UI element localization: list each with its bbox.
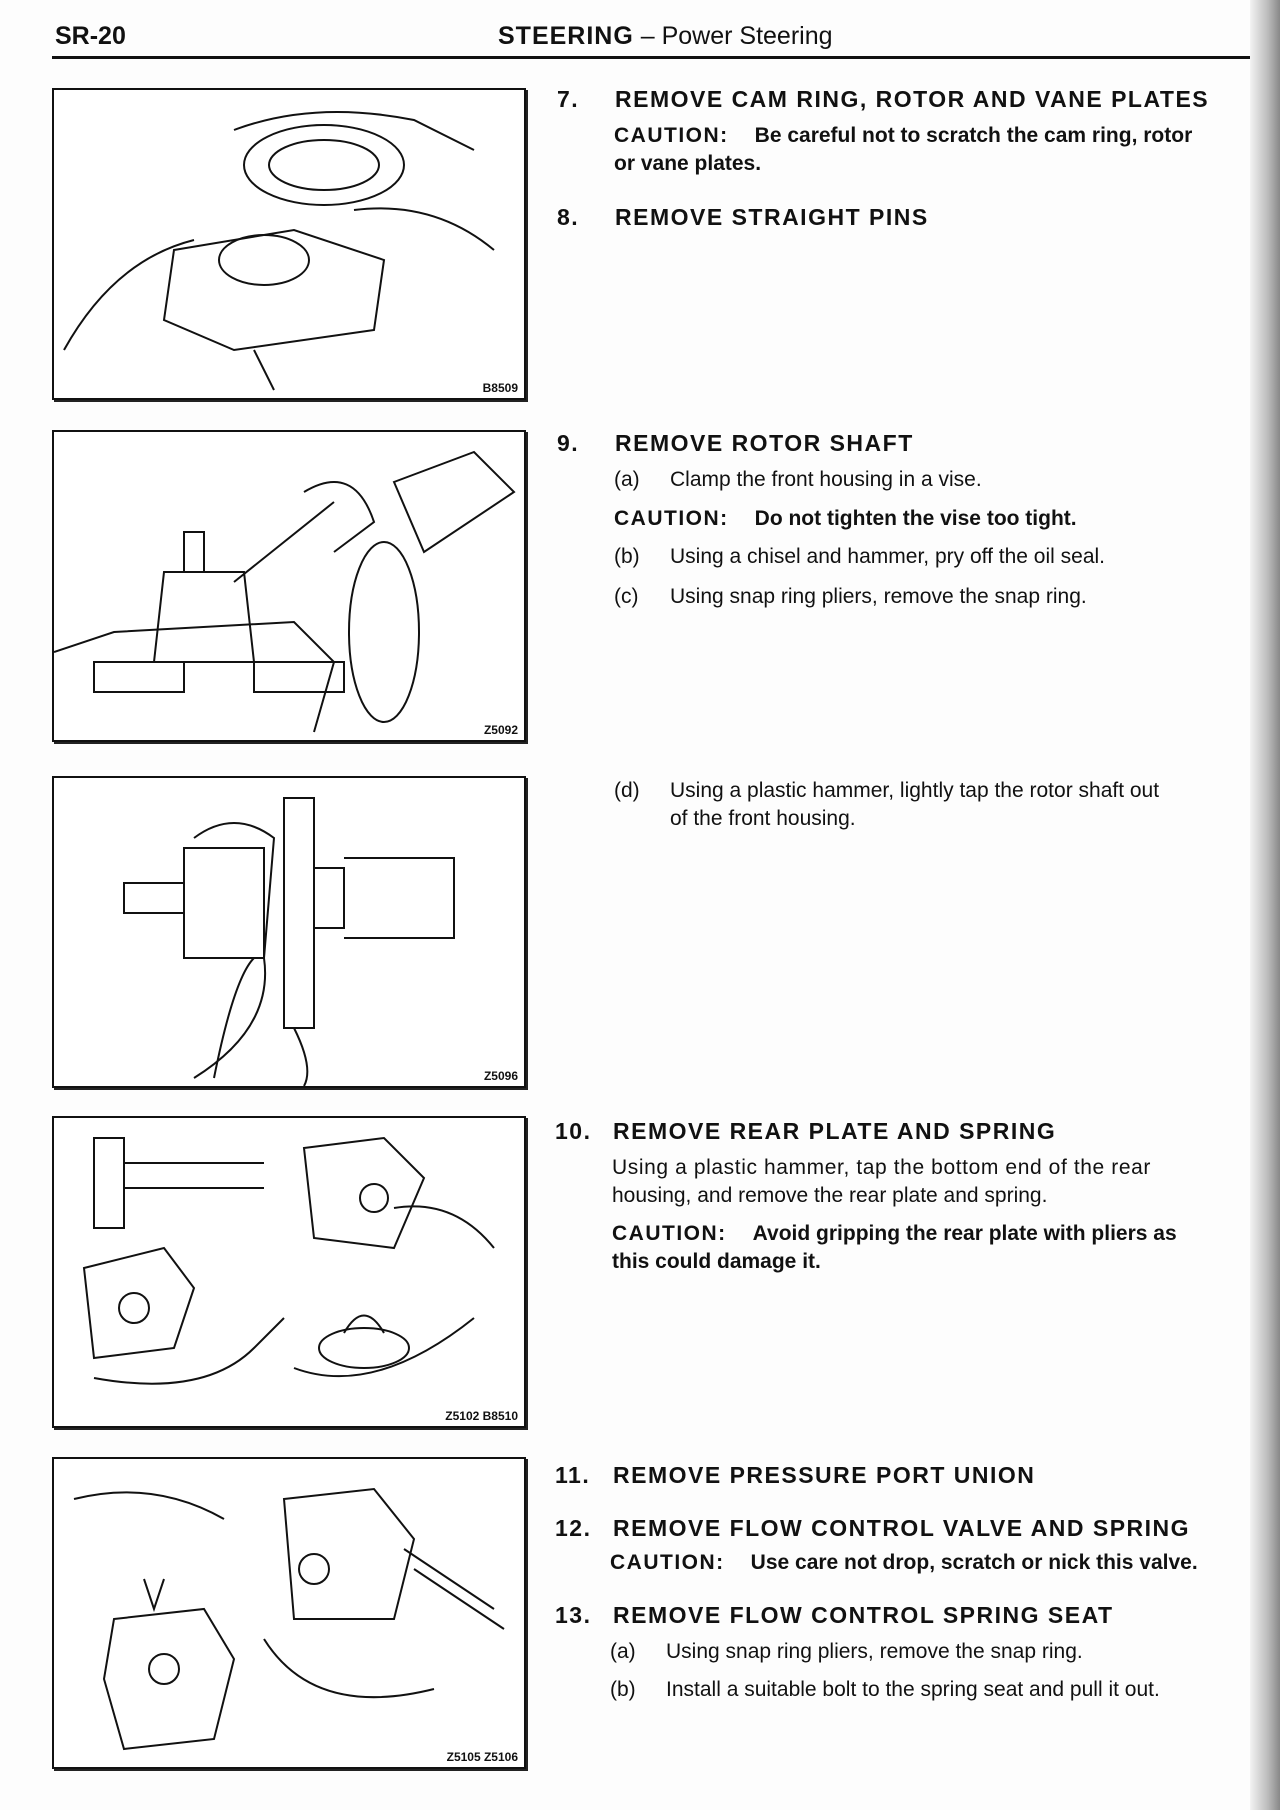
- substep-text: Install a suitable bolt to the spring se…: [666, 1678, 1160, 1701]
- step-13b: (b) Install a suitable bolt to the spring…: [610, 1678, 1160, 1702]
- step-number: 12.: [555, 1515, 592, 1541]
- step-title: REMOVE CAM RING, ROTOR AND VANE PLATES: [615, 86, 1210, 112]
- figure-rear-plate: Z5102 B8510: [52, 1116, 526, 1428]
- page-number: SR-20: [55, 22, 126, 50]
- rear-plate-illustration: [82, 1136, 495, 1385]
- step-10-text-cont: housing, and remove the rear plate and s…: [612, 1184, 1048, 1207]
- step-number: 8.: [557, 204, 580, 230]
- step-9a: (a) Clamp the front housing in a vise.: [614, 468, 982, 492]
- substep-label: (b): [614, 545, 640, 568]
- substep-label: (a): [614, 468, 640, 491]
- step-7-heading: 7. REMOVE CAM RING, ROTOR AND VANE PLATES: [557, 86, 1209, 113]
- flow-valve-illustration: [73, 1487, 505, 1751]
- step-9d: (d) Using a plastic hammer, lightly tap t…: [614, 779, 1159, 803]
- step-number: 10.: [555, 1118, 592, 1144]
- step-title: REMOVE FLOW CONTROL VALVE AND SPRING: [613, 1515, 1191, 1541]
- figure-code: B8509: [482, 381, 518, 395]
- step-11-heading: 11. REMOVE PRESSURE PORT UNION: [555, 1462, 1035, 1489]
- caution-text: Do not tighten the vise too tight.: [754, 507, 1077, 530]
- step-10-caution: CAUTION: Avoid gripping the rear plate wi…: [612, 1222, 1177, 1246]
- figure-rotor-shaft-vise: Z5092: [52, 430, 526, 742]
- step-9b: (b) Using a chisel and hammer, pry off th…: [614, 545, 1105, 569]
- step-title: REMOVE FLOW CONTROL SPRING SEAT: [613, 1602, 1114, 1628]
- step-title: REMOVE ROTOR SHAFT: [615, 430, 914, 456]
- substep-text: Clamp the front housing in a vise.: [670, 468, 982, 491]
- step-9-caution: CAUTION: Do not tighten the vise too tigh…: [614, 507, 1077, 531]
- figure-code: Z5096: [483, 1069, 518, 1083]
- caution-label: CAUTION:: [614, 124, 729, 147]
- step-10-caution-cont: this could damage it.: [612, 1250, 821, 1273]
- step-number: 13.: [555, 1602, 592, 1628]
- figure-code: Z5092: [483, 723, 518, 737]
- figure-code: Z5105 Z5106: [446, 1750, 518, 1764]
- header-rule: [52, 56, 1252, 59]
- step-title: REMOVE STRAIGHT PINS: [615, 204, 929, 230]
- step-12-caution: CAUTION: Use care not drop, scratch or ni…: [610, 1551, 1198, 1575]
- caution-text: Be careful not to scratch the cam ring, …: [754, 124, 1193, 147]
- substep-label: (b): [610, 1678, 636, 1701]
- substep-label: (c): [614, 585, 639, 608]
- step-title: REMOVE PRESSURE PORT UNION: [613, 1462, 1036, 1488]
- step-13a: (a) Using snap ring pliers, remove the sn…: [610, 1640, 1083, 1664]
- substep-text: Using snap ring pliers, remove the snap …: [670, 585, 1087, 608]
- caution-label: CAUTION:: [612, 1222, 727, 1245]
- plastic-hammer-illustration: [123, 797, 455, 1086]
- figure-cam-ring: B8509: [52, 88, 526, 400]
- substep-text: Using a chisel and hammer, pry off the o…: [670, 545, 1106, 568]
- subsection-title: – Power Steering: [640, 22, 833, 50]
- step-number: 11.: [555, 1462, 591, 1488]
- step-9d-cont: of the front housing.: [670, 807, 856, 830]
- step-12-heading: 12. REMOVE FLOW CONTROL VALVE AND SPRING: [555, 1515, 1190, 1542]
- substep-text: Using snap ring pliers, remove the snap …: [666, 1640, 1083, 1663]
- step-13-heading: 13. REMOVE FLOW CONTROL SPRING SEAT: [555, 1602, 1114, 1629]
- substep-label: (a): [610, 1640, 636, 1663]
- caution-label: CAUTION:: [610, 1551, 725, 1574]
- step-10-text: Using a plastic hammer, tap the bottom e…: [612, 1156, 1152, 1179]
- step-7-caution-cont: or vane plates.: [614, 152, 762, 175]
- step-10-heading: 10. REMOVE REAR PLATE AND SPRING: [555, 1118, 1056, 1145]
- caution-text: Avoid gripping the rear plate with plier…: [752, 1222, 1177, 1245]
- step-9c: (c) Using snap ring pliers, remove the sn…: [614, 585, 1087, 609]
- substep-label: (d): [614, 779, 640, 802]
- section-title: STEERING: [498, 22, 634, 50]
- caution-label: CAUTION:: [614, 507, 729, 530]
- step-number: 9.: [557, 430, 580, 456]
- caution-text: Use care not drop, scratch or nick this …: [750, 1551, 1198, 1574]
- cam-ring-illustration: [63, 111, 495, 391]
- figure-code: Z5102 B8510: [445, 1409, 518, 1423]
- substep-text: Using a plastic hammer, lightly tap the …: [670, 779, 1160, 802]
- page-title: STEERING – Power Steering: [498, 22, 833, 51]
- scan-page-edge: [1250, 0, 1280, 1810]
- step-number: 7.: [557, 86, 580, 112]
- vise-illustration: [54, 450, 516, 733]
- step-8-heading: 8. REMOVE STRAIGHT PINS: [557, 204, 929, 231]
- figure-tap-rotor-shaft: Z5096: [52, 776, 526, 1088]
- step-9-heading: 9. REMOVE ROTOR SHAFT: [557, 430, 914, 457]
- step-title: REMOVE REAR PLATE AND SPRING: [613, 1118, 1057, 1144]
- step-7-caution: CAUTION: Be careful not to scratch the ca…: [614, 124, 1192, 148]
- figure-flow-control-valve: Z5105 Z5106: [52, 1457, 526, 1769]
